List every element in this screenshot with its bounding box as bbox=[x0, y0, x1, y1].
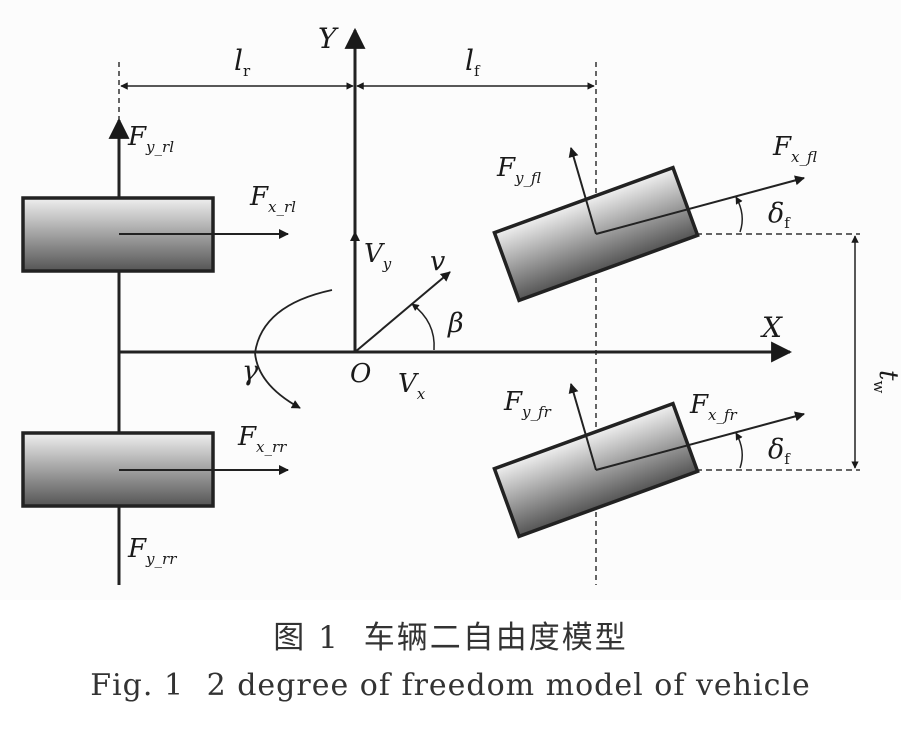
figure-label-en: Fig. 1 bbox=[90, 668, 185, 703]
y-axis-label: Y bbox=[318, 22, 339, 55]
fy-fl-label: Fy_fl bbox=[496, 153, 541, 187]
lr-label: lr bbox=[234, 44, 251, 80]
figure-label-cn: 图 1 bbox=[273, 620, 340, 656]
beta-arc bbox=[411, 303, 435, 351]
fx-fl-arrow bbox=[595, 175, 805, 235]
gamma-label: γ bbox=[242, 356, 259, 387]
delta-fr-arc bbox=[735, 432, 743, 469]
v-label: v bbox=[430, 246, 445, 277]
fx-fr-label: Fx_fr bbox=[689, 390, 738, 424]
delta-fr-label: δf bbox=[768, 434, 791, 468]
figure-title-cn: 车辆二自由度模型 bbox=[363, 620, 628, 656]
beta-label: β bbox=[447, 308, 464, 339]
x-axis-label: X bbox=[760, 311, 783, 344]
figure-caption-english: Fig. 1 2 degree of freedom model of vehi… bbox=[0, 668, 901, 703]
fx-fr-arrow bbox=[595, 411, 805, 471]
figure-caption-chinese: 图 1 车辆二自由度模型 bbox=[0, 612, 901, 657]
delta-fl-arc bbox=[735, 196, 743, 233]
vx-label: Vx bbox=[398, 369, 426, 403]
figure-title-en: 2 degree of freedom model of vehicle bbox=[206, 668, 811, 703]
lf-label: lf bbox=[465, 44, 481, 80]
v-arrow bbox=[354, 271, 451, 353]
gamma-arc bbox=[254, 289, 333, 409]
fy-fl-arrow bbox=[568, 147, 597, 235]
fx-rr-label: Fx_rr bbox=[237, 422, 287, 456]
tw-label: tw bbox=[870, 370, 901, 393]
delta-fl-label: δf bbox=[768, 198, 791, 232]
origin-label: O bbox=[350, 359, 371, 389]
fy-rr-label: Fy_rr bbox=[127, 534, 177, 568]
fy-fr-arrow bbox=[568, 383, 597, 471]
vy-label: Vy bbox=[364, 239, 392, 273]
vehicle-model-diagram: Y X O lr lf tw Fy_rl Fx_rl Fx_rr Fy_rr F… bbox=[21, 22, 901, 585]
fx-rl-label: Fx_rl bbox=[249, 182, 296, 216]
fy-rl-label: Fy_rl bbox=[127, 122, 174, 156]
fx-fl-label: Fx_fl bbox=[772, 132, 817, 166]
fy-fr-label: Fy_fr bbox=[503, 387, 552, 421]
